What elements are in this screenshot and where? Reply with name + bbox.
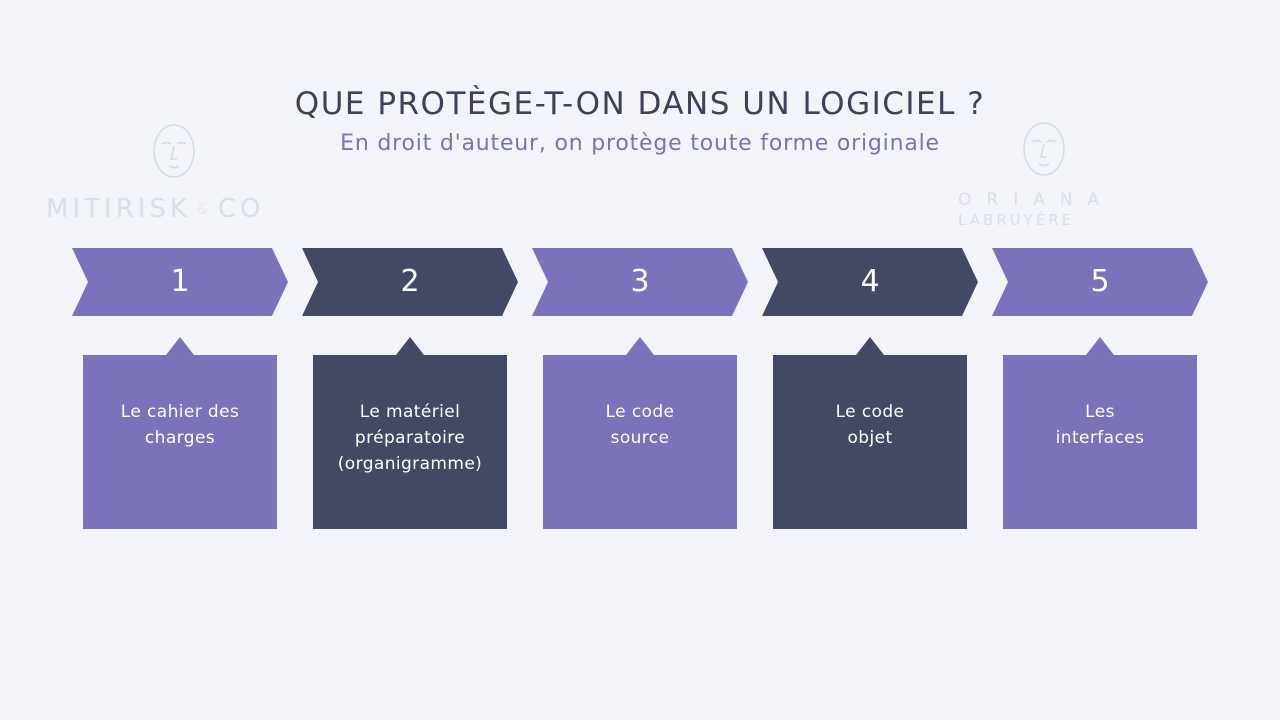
step-1-box: Le cahier des charges [83, 337, 277, 529]
step-5-box: Les interfaces [1003, 337, 1197, 529]
step-4-box: Le code objet [773, 337, 967, 529]
step-5-chevron: 5 [992, 248, 1208, 316]
mask-face-icon [150, 122, 198, 180]
step-1-chevron: 1 [72, 248, 288, 316]
watermark-logo-right-line2: LABRUYÈRE [958, 211, 1075, 229]
watermark-logo-left: MITIRISK&CO [46, 194, 265, 224]
step-2-number: 2 [400, 264, 420, 299]
step-3-chevron: 3 [532, 248, 748, 316]
page-subtitle: En droit d'auteur, on protège toute form… [340, 131, 940, 156]
step-5-number: 5 [1090, 264, 1110, 299]
step-5-label: Les interfaces [1055, 402, 1145, 448]
watermark-logo-right-line1: ORIANA [958, 190, 1115, 210]
step-2-chevron: 2 [302, 248, 518, 316]
step-3-number: 3 [630, 264, 650, 299]
step-1-number: 1 [170, 264, 190, 299]
page-title: QUE PROTÈGE-T-ON DANS UN LOGICIEL ? [294, 86, 986, 122]
step-2-box: Le matériel préparatoire (organigramme) [313, 337, 507, 529]
step-3-label: Le code source [605, 402, 675, 448]
step-4-label: Le code objet [835, 402, 905, 448]
mask-face-icon [1020, 120, 1068, 178]
step-3-box: Le code source [543, 337, 737, 529]
step-2-label: Le matériel préparatoire (organigramme) [337, 402, 483, 474]
step-4-number: 4 [860, 264, 880, 299]
step-1-label: Le cahier des charges [120, 402, 240, 448]
step-4-chevron: 4 [762, 248, 978, 316]
